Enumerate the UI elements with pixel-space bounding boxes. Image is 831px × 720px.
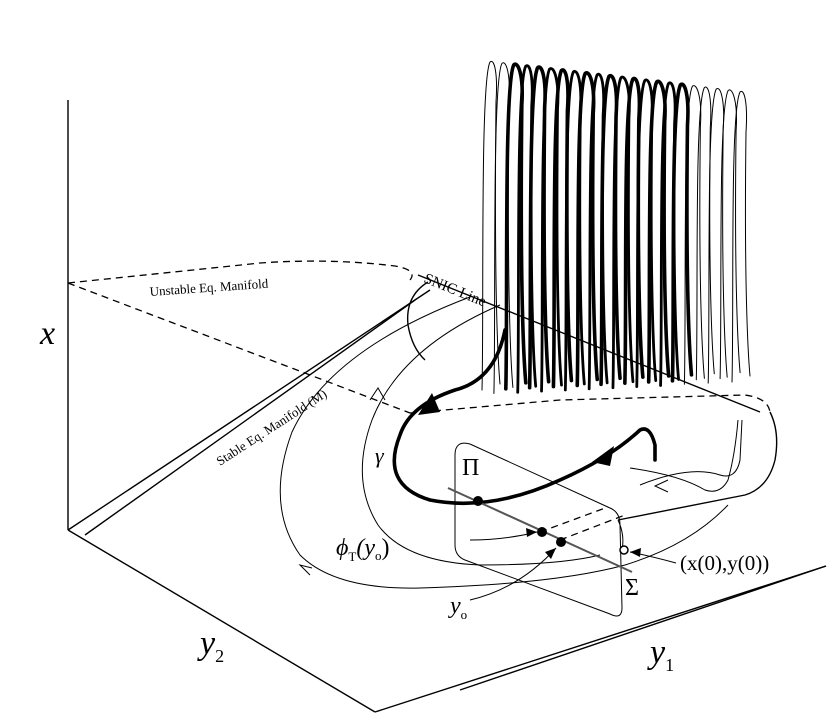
y0-label: yo [448,593,467,622]
stable-manifold-label: Stable Eq. Manifold (M) [213,386,329,469]
trajectory-loop-right [639,419,743,486]
gamma-arrowhead-right [592,446,614,466]
arrow-thin-left [369,387,386,401]
oscillation-spike [563,69,586,392]
oscillation-spike [719,89,741,380]
oscillation-spike [635,78,658,388]
thin-trajectories [279,296,743,589]
pi-label: Π [462,455,479,481]
oscillation-spike [670,82,694,383]
unstable-manifold-label: Unstable Eq. Manifold [149,276,269,299]
axes [67,100,827,713]
phi-label: ϕT(yo) [336,535,390,564]
pi-plane-outline [454,442,623,617]
y0-leader-head [545,548,556,559]
outer-slow-trajectory [279,296,729,589]
axis-y1-label: y1 [647,634,674,675]
oscillation-spike [611,75,635,390]
oscillation-spike [623,76,645,385]
outer-slow-trajectory-right [629,419,739,492]
oscillation-spike [527,65,551,390]
arrow-thin-right [653,479,669,493]
axis-x-label: x [39,315,55,352]
sigma-label: Σ [625,575,639,601]
oscillation-spike [695,86,715,381]
gamma-crossing-point [473,496,483,506]
unstable-manifold-diagonal [67,282,411,414]
y0-leader [469,547,557,601]
axis-y2-label: y2 [197,625,224,666]
fast-oscillations [481,60,751,394]
initial-condition-label: (x(0),y(0)) [680,551,769,575]
initial-condition-point [619,545,629,555]
oscillation-spike [599,73,622,387]
floor-back-edge [67,289,431,531]
phi-point [537,527,547,537]
phi-leader-head [526,528,537,537]
inner-slow-trajectory [361,304,601,566]
oscillation-spike [516,64,538,394]
oscillation-spike [540,67,563,393]
gamma-curve [392,328,657,506]
oscillation-spike [683,85,705,385]
oscillation-spike [493,62,514,394]
y1-axis-line [374,565,827,713]
oscillation-spike [587,72,609,391]
y0-point [556,537,566,547]
oscillation-spike [575,70,600,388]
oscillation-spike [481,60,501,391]
unstable-manifold [67,260,771,414]
poincare-section [447,442,633,617]
oscillation-spike [659,81,680,387]
oscillation-spike [504,62,528,391]
stable-manifold-left-edge [84,299,416,536]
gamma-arrowhead-upper [418,393,440,415]
gamma-trajectory [392,328,657,506]
oscillation-spike [646,79,671,384]
oscillation-spike [707,87,728,384]
leader-arrows [469,528,677,601]
gamma-label: γ [375,443,385,468]
unstable-manifold-front-edge [409,394,771,414]
unstable-manifold-top-edge [67,260,413,284]
oscillation-spike [731,90,751,383]
y2-axis-line [67,529,376,713]
oscillation-spike [551,68,574,389]
arrow-thin-bottom [298,564,313,576]
stable-manifold-right-curve [617,411,778,521]
initial-condition-leader-head [630,548,641,557]
sigma-dashed-extension-2 [539,506,609,533]
snic-line-label: SNIC Line [422,271,489,310]
floor-front-edge [459,565,827,691]
sigma-dashed-extension [559,514,626,541]
